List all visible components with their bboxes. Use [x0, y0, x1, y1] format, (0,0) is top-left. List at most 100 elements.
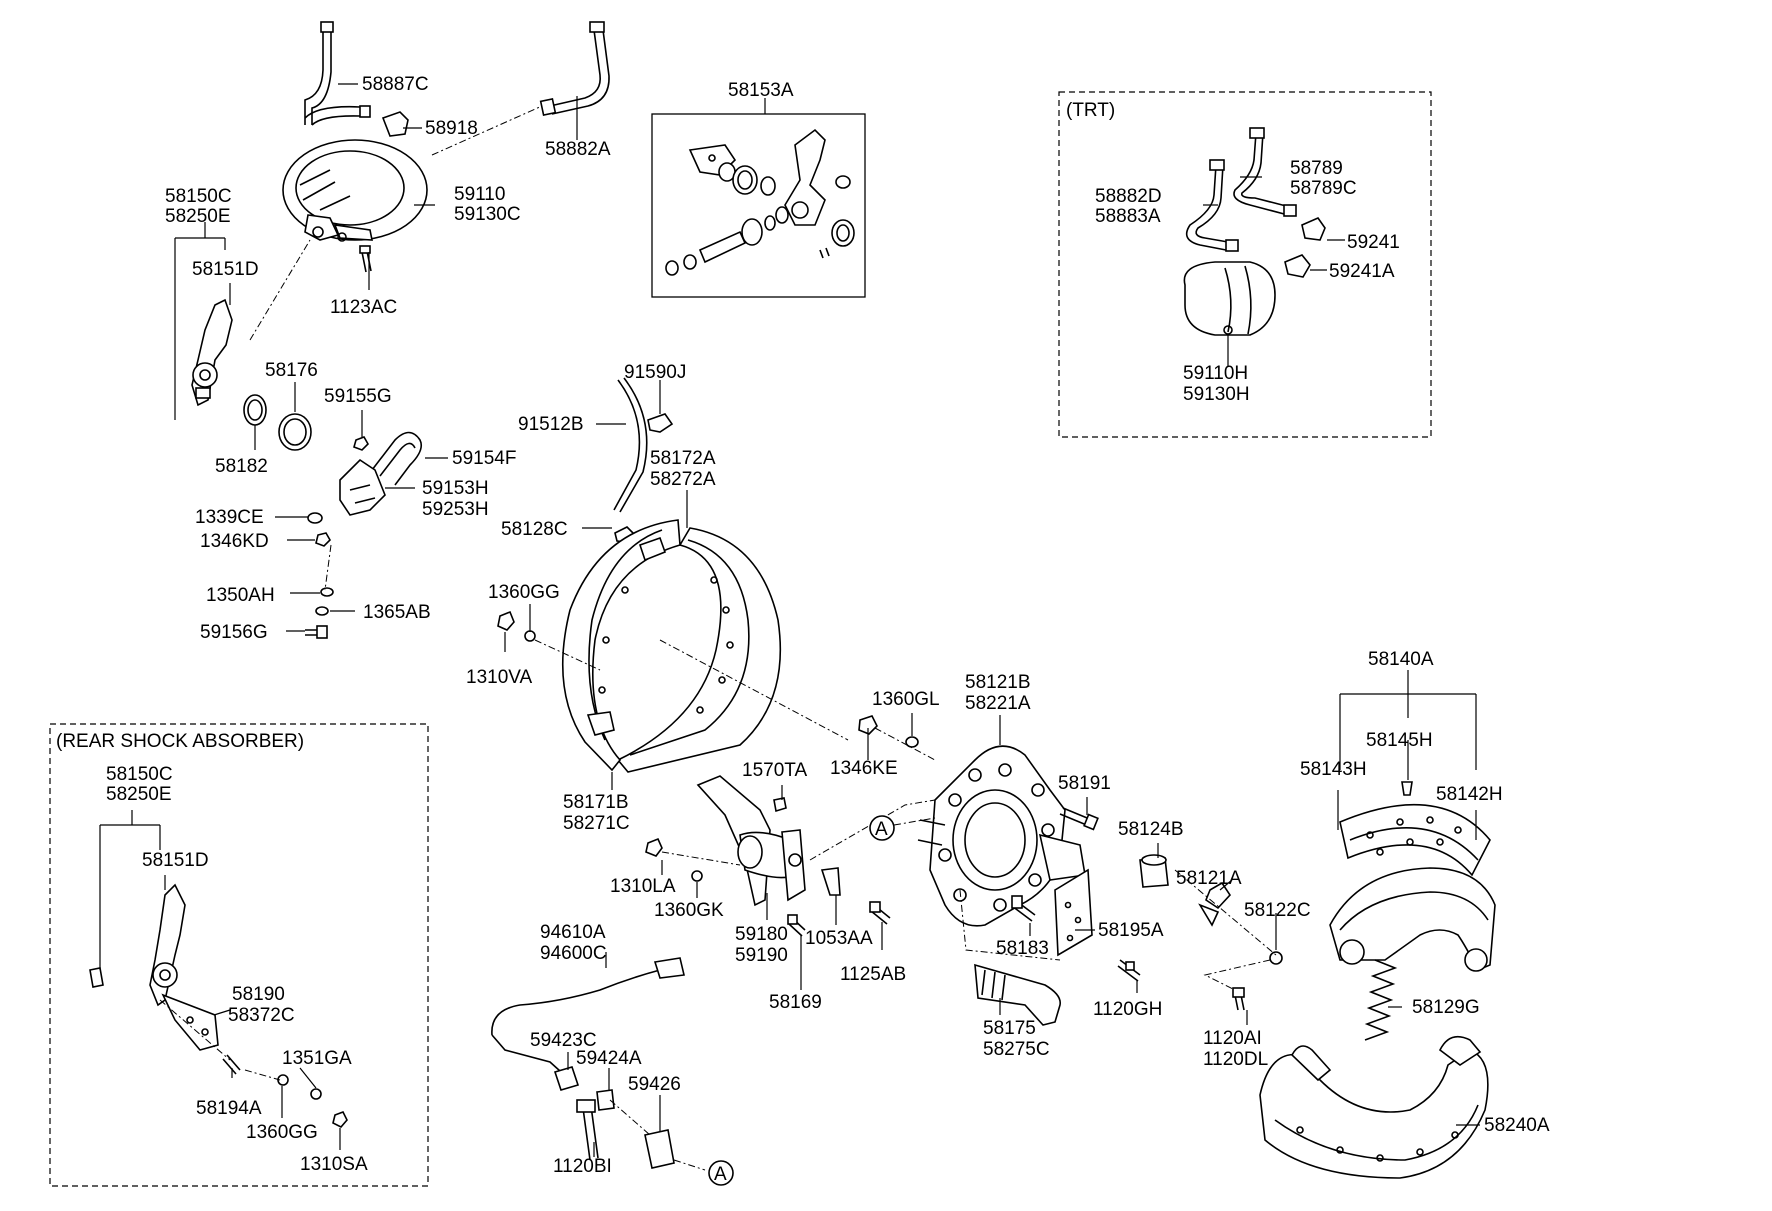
washer-1350ah — [320, 587, 334, 597]
label-58176: 58176 — [265, 360, 318, 381]
bracket-rear-58190 — [161, 993, 219, 1051]
label-58195A: 58195A — [1098, 920, 1164, 941]
label-1310VA: 1310VA — [466, 667, 533, 688]
sleeve-59423c — [553, 1066, 580, 1091]
label-rear-1310SA: 1310SA — [300, 1154, 368, 1175]
label-58789C: 58789C — [1290, 178, 1357, 199]
nut-59155g — [353, 436, 369, 451]
trt-chamber-59110h — [1183, 261, 1276, 336]
label-59253H: 59253H — [422, 499, 489, 520]
dust-shield-58172a — [616, 527, 782, 773]
label-58140A: 58140A — [1368, 649, 1434, 670]
label-58128C: 58128C — [501, 519, 568, 540]
pin-58124b — [1139, 854, 1169, 888]
svg-text:A: A — [875, 819, 888, 840]
ring-58176 — [278, 413, 312, 451]
label-59423C: 59423C — [530, 1030, 597, 1051]
trt-group-box — [1058, 91, 1432, 438]
spider-58121b — [917, 745, 1086, 927]
bolt-1125ab — [869, 901, 891, 925]
label-94610A: 94610A — [540, 922, 606, 943]
nut-1346ke — [858, 715, 878, 735]
label-rear-58372C: 58372C — [228, 1005, 295, 1026]
label-1120AI: 1120AI — [1203, 1028, 1262, 1049]
label-59241A: 59241A — [1329, 261, 1395, 282]
label-58882A: 58882A — [545, 139, 611, 160]
label-59190: 59190 — [735, 945, 788, 966]
washer-1339ce — [307, 512, 323, 524]
bracket-59180 — [696, 775, 806, 907]
washer-58122c — [1269, 951, 1283, 965]
label-58169: 58169 — [769, 992, 822, 1013]
shim-58195a — [1054, 868, 1093, 957]
label-58129G: 58129G — [1412, 997, 1480, 1018]
label-58275C: 58275C — [983, 1039, 1050, 1060]
washer-1360gk — [691, 870, 703, 882]
label-1123AC: 1123AC — [330, 297, 397, 318]
label-58789: 58789 — [1290, 158, 1343, 179]
label-1125AB: 1125AB — [840, 964, 906, 985]
label-1360GL: 1360GL — [872, 689, 940, 710]
label-58918: 58918 — [425, 118, 478, 139]
washer-rear-1360gg — [277, 1074, 289, 1086]
nut-1346kd — [315, 532, 331, 547]
label-1346KE: 1346KE — [830, 758, 898, 779]
label-1120BI: 1120BI — [553, 1156, 612, 1177]
label-59110H: 59110H — [1183, 363, 1248, 384]
clip-91590j — [647, 413, 674, 433]
hose-91512b — [613, 377, 648, 513]
spring-58129g — [1364, 959, 1398, 1041]
clip-1053aa — [820, 867, 841, 896]
label-58121A: 58121A — [1176, 868, 1242, 889]
label-58151D: 58151D — [192, 259, 259, 280]
label-58175: 58175 — [983, 1018, 1036, 1039]
label-58271C: 58271C — [563, 813, 630, 834]
trt-fitting-59241 — [1301, 217, 1326, 241]
bolt-59156g — [305, 625, 328, 639]
dust-shield-58171b — [561, 519, 681, 772]
label-58122C: 58122C — [1244, 900, 1311, 921]
brake-lining-58140a — [1339, 803, 1491, 877]
label-1360GG: 1360GG — [488, 582, 560, 603]
svg-text:A: A — [714, 1164, 727, 1185]
u-bolt-59154f — [371, 431, 423, 486]
label-1120GH: 1120GH — [1093, 999, 1162, 1020]
label-rear-58190: 58190 — [232, 984, 285, 1005]
label-rear-1360GG: 1360GG — [246, 1122, 318, 1143]
label-58887C: 58887C — [362, 74, 429, 95]
label-59110: 59110 — [454, 184, 505, 205]
label-58240A: 58240A — [1484, 1115, 1550, 1136]
label-58143H: 58143H — [1300, 759, 1367, 780]
label-58221A: 58221A — [965, 693, 1031, 714]
ring-58182 — [243, 394, 267, 426]
label-94600C: 94600C — [540, 943, 607, 964]
label-59426: 59426 — [628, 1074, 681, 1095]
pin-rear-58150c — [89, 967, 104, 988]
label-rear-58151D: 58151D — [142, 850, 209, 871]
rear-shock-group-title: (REAR SHOCK ABSORBER) — [56, 731, 304, 752]
label-59130C: 59130C — [454, 204, 521, 225]
label-1339CE: 1339CE — [195, 507, 264, 528]
label-59156G: 59156G — [200, 622, 268, 643]
repair-kit-parts — [665, 128, 855, 276]
bracket-59153h — [339, 458, 386, 516]
nut-rear-1310sa — [332, 1110, 348, 1128]
bolt-58191 — [1059, 807, 1099, 831]
bolt-58169 — [787, 914, 806, 937]
brake-shoe-58240a — [1259, 1035, 1489, 1179]
repair-kit-box — [651, 113, 866, 298]
trt-group-title: (TRT) — [1066, 100, 1115, 121]
label-58883A: 58883A — [1095, 206, 1161, 227]
washer-1360gl — [905, 736, 919, 748]
label-1120DL: 1120DL — [1203, 1049, 1268, 1070]
label-59154F: 59154F — [452, 448, 516, 469]
connector-59426 — [644, 1129, 675, 1169]
label-58182: 58182 — [215, 456, 268, 477]
camshaft-58175 — [974, 963, 1062, 1026]
label-59155G: 59155G — [324, 386, 392, 407]
bushing-59424a — [596, 1089, 615, 1111]
label-59241: 59241 — [1347, 232, 1400, 253]
label-59424A: 59424A — [576, 1048, 642, 1069]
label-1310LA: 1310LA — [610, 876, 676, 897]
